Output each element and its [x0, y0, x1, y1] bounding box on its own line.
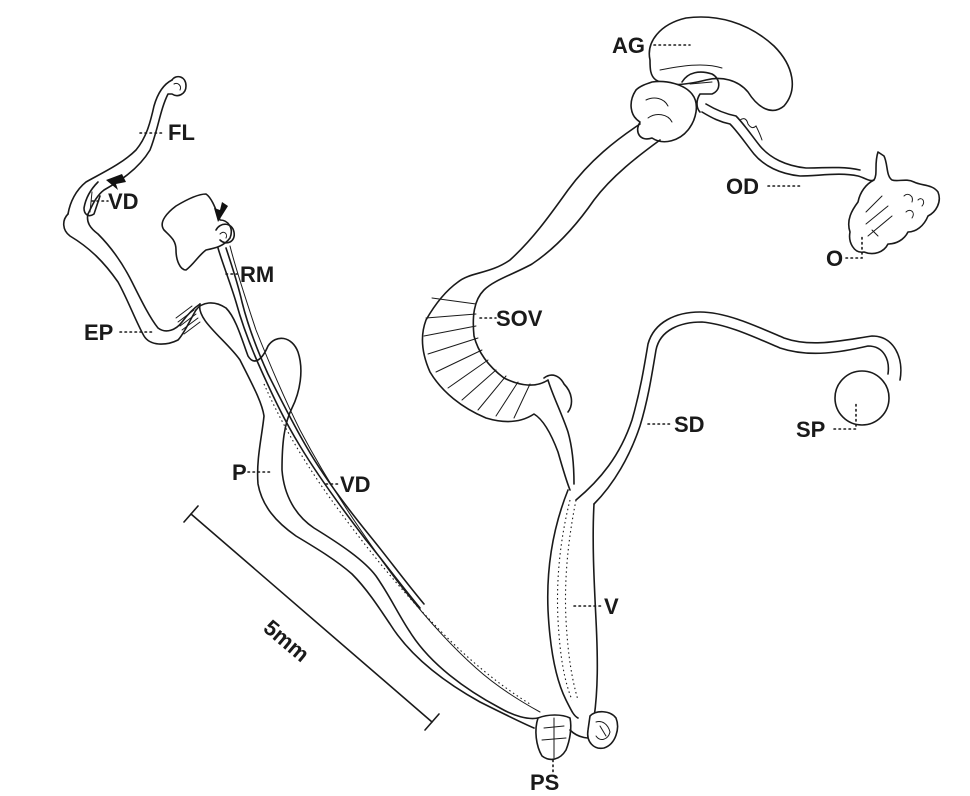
- oviduct-hermaphrodite: [701, 103, 877, 182]
- penis: [195, 302, 539, 729]
- spermatheca-duct: [575, 311, 902, 505]
- arrow-icon-upper: [106, 174, 126, 190]
- label-SP: SP: [796, 401, 857, 442]
- spermoviduct: [421, 123, 661, 491]
- flagellum: [67, 75, 187, 215]
- hermaphrodite-duct-region: [630, 71, 720, 143]
- arrow-icon-retractor: [214, 202, 228, 222]
- label-PS-text: PS: [530, 770, 559, 795]
- vagina: [546, 489, 599, 719]
- label-AG: AG: [612, 33, 691, 58]
- label-SP-text: SP: [796, 417, 825, 442]
- label-VD-lower-text: VD: [340, 472, 371, 497]
- label-O-text: O: [826, 246, 843, 271]
- label-SOV: SOV: [479, 306, 543, 331]
- label-PS: PS: [530, 759, 559, 795]
- label-P: P: [232, 460, 273, 485]
- label-SD: SD: [647, 412, 705, 437]
- vas-deferens-lower: [229, 245, 541, 713]
- label-SOV-text: SOV: [496, 306, 543, 331]
- genital-atrium: [535, 710, 619, 761]
- label-AG-text: AG: [612, 33, 645, 58]
- label-VD-upper-text: VD: [108, 189, 139, 214]
- label-OD: OD: [726, 174, 801, 199]
- label-O: O: [826, 233, 863, 271]
- label-OD-text: OD: [726, 174, 759, 199]
- label-V: V: [573, 594, 619, 619]
- label-RM: RM: [225, 262, 274, 287]
- epiphallus: [62, 213, 201, 345]
- scale-bar-label: 5mm: [259, 615, 314, 667]
- label-FL-text: FL: [168, 120, 195, 145]
- retractor-muscle: [161, 193, 425, 609]
- label-VD-lower: VD: [325, 472, 371, 497]
- spermatheca: [834, 370, 890, 426]
- label-EP: EP: [84, 320, 153, 345]
- label-VD-upper: VD: [91, 189, 139, 214]
- label-RM-text: RM: [240, 262, 274, 287]
- label-V-text: V: [604, 594, 619, 619]
- vas-deferens-upper: [83, 181, 101, 217]
- ovotestis: [847, 151, 941, 255]
- label-P-text: P: [232, 460, 247, 485]
- label-SD-text: SD: [674, 412, 705, 437]
- label-FL: FL: [139, 120, 195, 145]
- label-EP-text: EP: [84, 320, 113, 345]
